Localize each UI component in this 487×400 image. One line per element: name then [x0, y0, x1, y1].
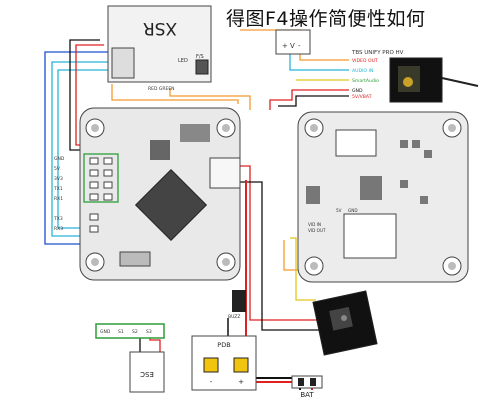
wire-black-fc [222, 181, 330, 331]
fc-mcu [134, 168, 208, 242]
fc-osd-chip [180, 124, 210, 142]
esc-body [129, 351, 165, 393]
wire-yellow-fc2 [290, 237, 316, 301]
battery: BAT [291, 375, 323, 399]
vtx-plug [275, 29, 311, 55]
receiver-button-label: F/S [196, 54, 204, 60]
pdb: PDB - + [191, 335, 257, 391]
vtx-pin-labels: VIDEO OUT AUDIO IN SmartAudio GND 5V/VBA… [352, 58, 379, 100]
wire-red-vtx [269, 89, 349, 110]
fc-pad-5: TX3 [53, 216, 63, 222]
receiver: XSR LED F/S RED GREEN [107, 5, 212, 92]
vtx-antenna [441, 77, 479, 87]
battery-name: BAT [300, 391, 314, 399]
battery-connector [291, 375, 323, 389]
pdb-name: PDB [217, 341, 230, 349]
fc-pad-4: RX1 [54, 196, 63, 202]
osd-board-cap [343, 213, 397, 259]
receiver-led-label: LED [178, 58, 188, 64]
pdb-minus-label: - [210, 378, 213, 386]
fc-pad-0: GND [54, 156, 65, 162]
fc-pad-group [83, 153, 119, 203]
osd-label-0: VID IN [308, 222, 321, 227]
fc-pad-1: 5V [54, 166, 61, 172]
vtx-pin-2: SmartAudio [352, 78, 379, 84]
osd-board-chip [335, 129, 377, 157]
vtx-top-v: V [290, 42, 295, 50]
pdb-pad-minus [203, 357, 219, 373]
fc-gyro [150, 140, 170, 160]
vtx-top-minus: - [298, 42, 301, 50]
esc-pin-3: S3 [146, 329, 152, 335]
vtx-pin-4: 5V/VBAT [352, 94, 372, 100]
esc-pin-2: S2 [132, 329, 138, 335]
fc-usb [119, 251, 151, 267]
osd-labels: VID IN VID OUT 5V GND [308, 208, 358, 233]
receiver-led-colors: RED GREEN [148, 86, 175, 92]
esc-pad-row [95, 323, 165, 339]
pdb-plus-label: + [238, 378, 244, 386]
vtx-name: TBS UNIFY PRO HV [351, 50, 404, 56]
osd-label-3: GND [348, 208, 358, 213]
camera-module [312, 290, 378, 356]
fc-pad-6: RX3 [54, 226, 63, 232]
wire-cyan-sbus [51, 61, 108, 237]
osd-label-1: VID OUT [308, 228, 326, 233]
vtx-top-plus: + [282, 42, 288, 50]
vtx: + V - TBS UNIFY PRO HV VIDEO OUT AUDIO I… [275, 29, 479, 103]
flight-controller: BUZZ GND 5V 3V3 TX1 RX1 TX3 RX3 [53, 107, 246, 320]
osd-board: VID IN VID OUT 5V GND [297, 111, 469, 283]
fc-buzzer-pad [232, 290, 246, 312]
vtx-pin-3: GND [352, 88, 363, 94]
wire-red-pdb [241, 180, 247, 357]
receiver-connector [111, 47, 135, 79]
fc-buzzer-label: BUZZ [228, 314, 240, 320]
vtx-pin-1: AUDIO IN [352, 68, 373, 74]
wire-orange-rx [111, 84, 239, 104]
fc-pad-2: 3V3 [54, 176, 63, 182]
esc-pin-0: GND [100, 329, 111, 335]
esc: GND S1 S2 S3 ESC [95, 323, 165, 393]
wire-black-vtx [278, 95, 349, 107]
receiver-button [195, 59, 209, 75]
esc-pin-1: S1 [118, 329, 124, 335]
pdb-pad-plus [233, 357, 249, 373]
fc-pad-3: TX1 [53, 186, 63, 192]
wire-cyan-2 [57, 69, 108, 229]
fc-pad-labels: GND 5V 3V3 TX1 RX1 TX3 RX3 [53, 156, 65, 232]
wire-orange-led [169, 88, 251, 110]
fc-pads [89, 157, 113, 233]
vtx-pin-0: VIDEO OUT [352, 58, 378, 64]
page-title: 得图F4操作简便性如何 [226, 8, 426, 30]
receiver-name: XSR [143, 18, 177, 38]
fc-motor-pads [209, 157, 241, 189]
esc-name: ESC [140, 370, 154, 378]
osd-label-2: 5V [336, 208, 342, 213]
